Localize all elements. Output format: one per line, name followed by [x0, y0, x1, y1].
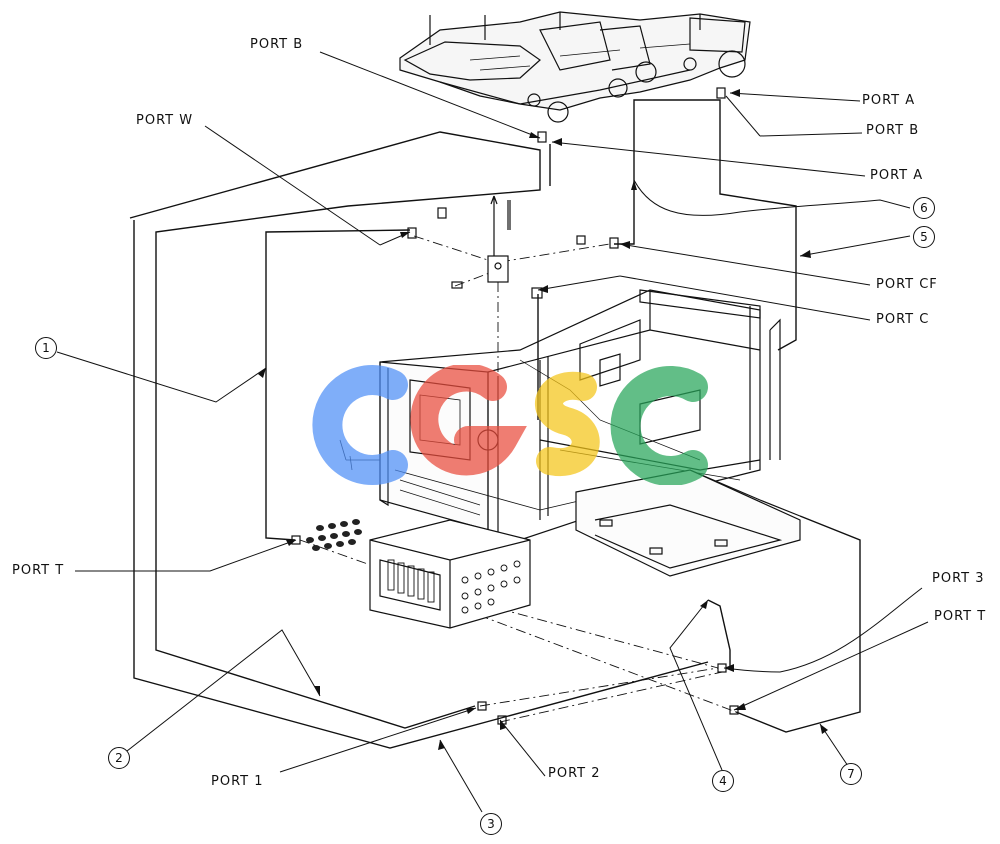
port-1-label: PORT 1 [211, 774, 264, 789]
port-cf-label: PORT CF [876, 277, 938, 292]
port-c-label: PORT C [876, 312, 930, 327]
callout-7: 7 [840, 763, 862, 785]
hose-3 [133, 220, 709, 749]
port-b-label-top: PORT B [250, 37, 304, 52]
valve-block [407, 195, 619, 299]
hose-w [265, 229, 411, 541]
logo-letter-s [535, 371, 600, 476]
callout-6: 6 [913, 197, 935, 219]
hose-6 [614, 99, 721, 245]
hose-5 [719, 140, 797, 351]
leader-lines [56, 51, 929, 813]
lower-manifold [291, 519, 739, 725]
port-t-label-right: PORT T [934, 609, 987, 624]
hose-7 [735, 515, 861, 733]
callout-1: 1 [35, 337, 57, 359]
arrowheads [258, 89, 828, 750]
cgsc-logo [312, 365, 708, 485]
logo-letter-g [410, 365, 527, 476]
logo-letter-c1 [312, 365, 408, 485]
port-3-label: PORT 3 [932, 571, 985, 586]
callout-2: 2 [108, 747, 130, 769]
hose-1 [129, 131, 541, 729]
port-w-label: PORT W [136, 113, 194, 128]
top-machine-assembly [399, 11, 751, 143]
port-2-label: PORT 2 [548, 766, 601, 781]
hose-4 [707, 599, 731, 668]
port-t-label-left: PORT T [12, 563, 65, 578]
callout-4: 4 [712, 770, 734, 792]
port-a-label-mid: PORT A [870, 168, 924, 183]
port-b-label-right: PORT B [866, 123, 920, 138]
logo-letter-c2 [610, 366, 708, 485]
callout-3: 3 [480, 813, 502, 835]
port-a-label-right: PORT A [862, 93, 916, 108]
callout-5: 5 [913, 226, 935, 248]
